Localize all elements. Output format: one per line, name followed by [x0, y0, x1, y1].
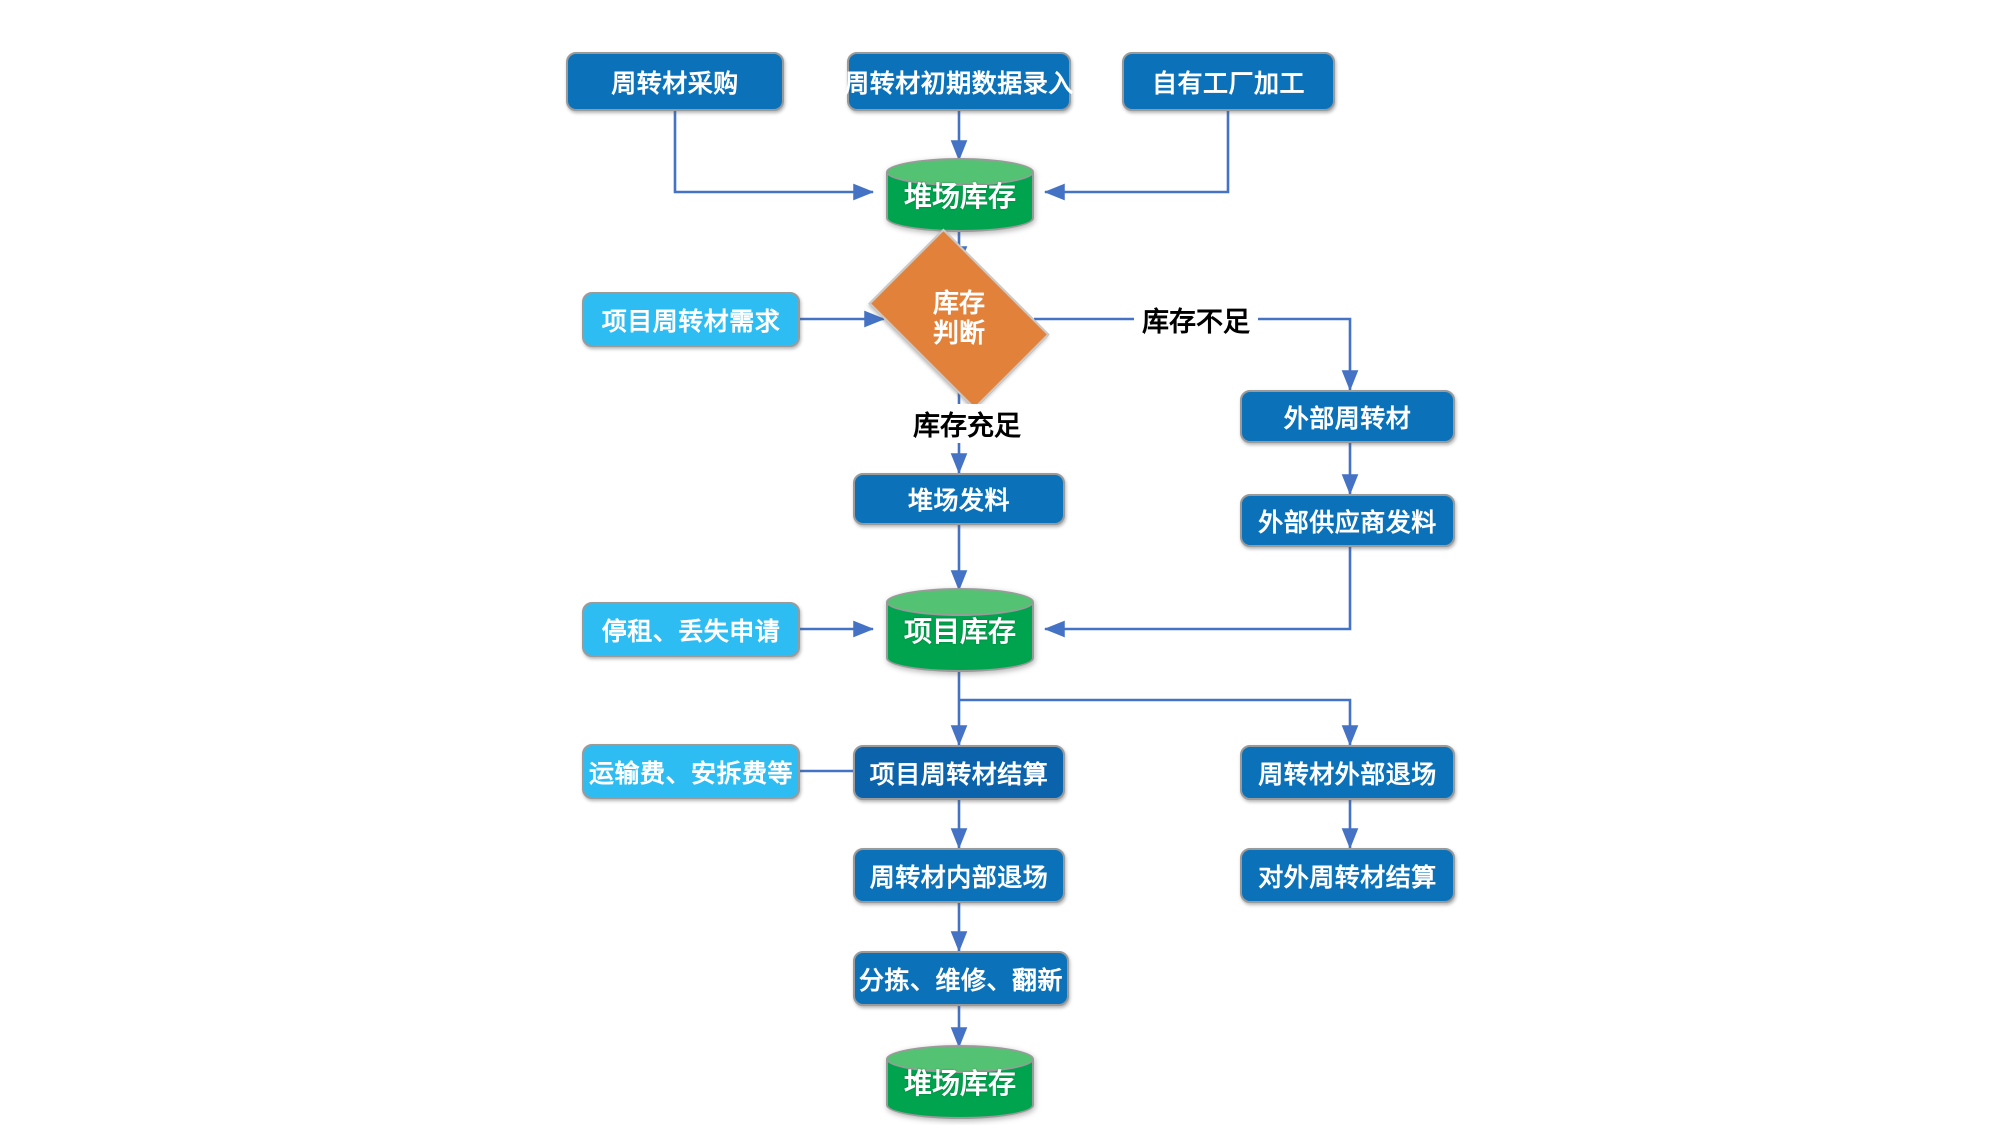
edge-label-sufficient: 库存充足: [905, 404, 1029, 443]
node-project-demand[interactable]: 项目周转材需求: [582, 292, 800, 347]
node-external-supplier-issue[interactable]: 外部供应商发料: [1240, 494, 1455, 547]
cylinder-top: [886, 588, 1034, 616]
node-yard-inventory-bottom-label: 堆场库存: [903, 1068, 1016, 1099]
node-project-inventory[interactable]: 项目库存: [886, 588, 1034, 672]
node-transport-fee[interactable]: 运输费、安拆费等: [582, 744, 800, 799]
node-external-supplier-issue-label: 外部供应商发料: [1258, 508, 1437, 537]
node-project-inventory-label: 项目库存: [903, 616, 1016, 647]
node-internal-exit-label: 周转材内部退场: [869, 863, 1049, 892]
node-internal-exit[interactable]: 周转材内部退场: [853, 848, 1065, 903]
node-external-settlement[interactable]: 对外周转材结算: [1240, 848, 1455, 903]
node-purchase-label: 周转材采购: [611, 69, 739, 98]
node-purchase[interactable]: 周转材采购: [566, 52, 784, 111]
node-external-exit[interactable]: 周转材外部退场: [1240, 745, 1455, 800]
node-inventory-decision[interactable]: 库存 判断: [868, 228, 1050, 410]
decision-label-line1: 库存: [932, 288, 985, 319]
node-project-settlement[interactable]: 项目周转材结算: [853, 745, 1065, 800]
node-external-material[interactable]: 外部周转材: [1240, 390, 1455, 443]
node-project-demand-label: 项目周转材需求: [601, 307, 781, 336]
decision-label-line2: 判断: [932, 318, 985, 348]
edge-supplier-to-projectinv: [1043, 547, 1352, 638]
node-yard-issue[interactable]: 堆场发料: [853, 473, 1065, 525]
node-initial-data-entry-label: 周转材初期数据录入: [844, 69, 1074, 98]
edge-purchase-to-yard: [673, 111, 875, 201]
node-external-exit-label: 周转材外部退场: [1258, 760, 1437, 789]
node-yard-inventory-top-label: 堆场库存: [903, 181, 1016, 212]
node-external-settlement-label: 对外周转材结算: [1258, 863, 1437, 892]
node-own-factory-label: 自有工厂加工: [1151, 69, 1305, 98]
node-stop-rent-loss[interactable]: 停租、丢失申请: [582, 602, 800, 657]
node-inventory-decision-label: 库存 判断: [884, 266, 1034, 372]
node-sort-repair-refurb-label: 分拣、维修、翻新: [858, 966, 1063, 995]
node-stop-rent-loss-label: 停租、丢失申请: [601, 617, 781, 646]
edge-label-insufficient: 库存不足: [1134, 300, 1258, 339]
edge-projectinv-to-externalexit: [959, 698, 1359, 747]
node-yard-inventory-top[interactable]: 堆场库存: [886, 158, 1034, 232]
node-yard-issue-label: 堆场发料: [907, 487, 1010, 515]
node-initial-data-entry[interactable]: 周转材初期数据录入: [844, 52, 1074, 111]
node-transport-fee-label: 运输费、安拆费等: [588, 759, 793, 788]
cylinder-top: [886, 158, 1034, 186]
node-yard-inventory-bottom[interactable]: 堆场库存: [886, 1045, 1034, 1119]
node-project-settlement-label: 项目周转材结算: [869, 760, 1049, 789]
node-external-material-label: 外部周转材: [1283, 404, 1412, 433]
node-own-factory[interactable]: 自有工厂加工: [1122, 52, 1335, 111]
edge-factory-to-yard: [1043, 111, 1230, 201]
node-sort-repair-refurb[interactable]: 分拣、维修、翻新: [853, 951, 1069, 1006]
